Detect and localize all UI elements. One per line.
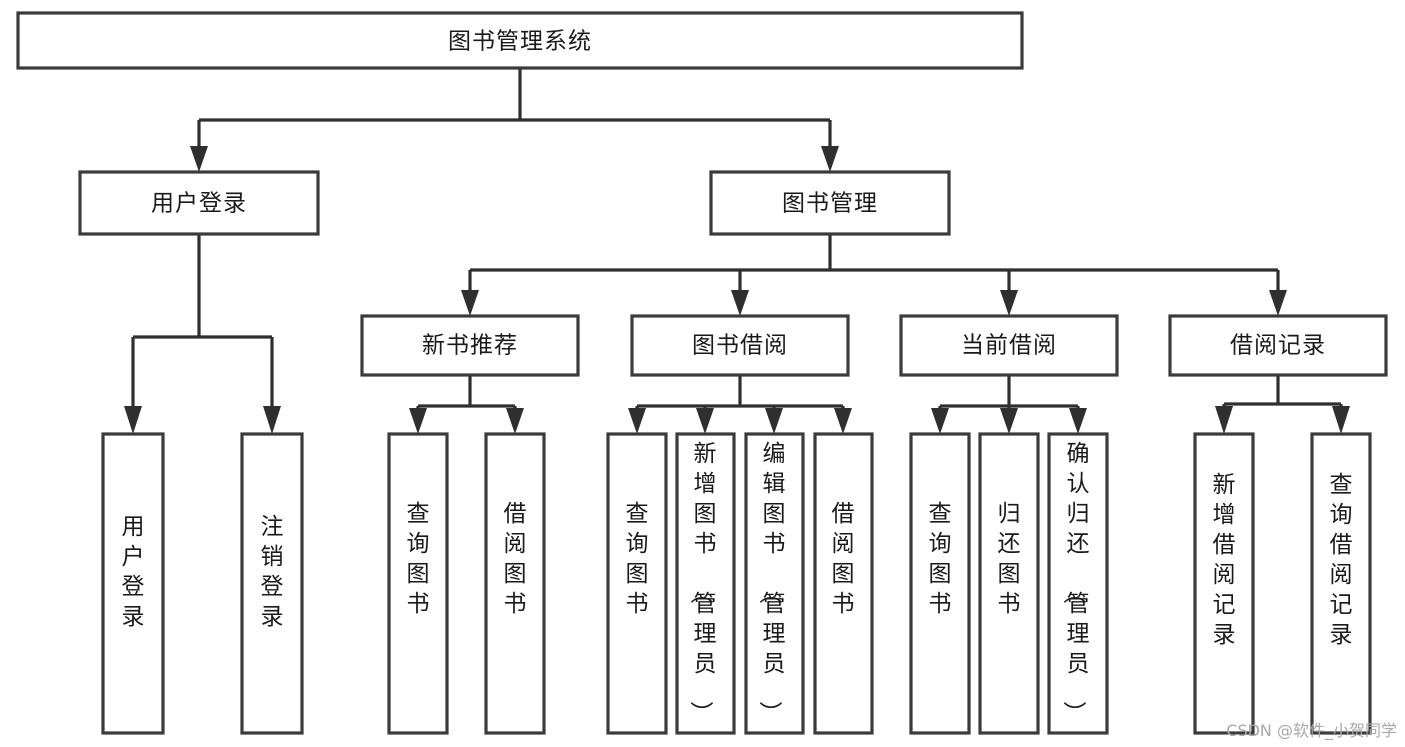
- arrowhead-leaf-edit-book-admin: [765, 408, 783, 434]
- node-leaf-confirm-return-admin-label: 确认归还（管理员）: [1061, 441, 1090, 724]
- node-leaf-return-book-label: 归还图书: [998, 501, 1021, 617]
- node-book-borrow-box[interactable]: [630, 314, 850, 377]
- node-new-book-recommend-label: 新书推荐: [422, 333, 518, 359]
- node-book-manage[interactable]: 图书管理: [709, 170, 951, 236]
- node-root[interactable]: 图书管理系统: [16, 11, 1024, 70]
- node-root-label: 图书管理系统: [448, 29, 592, 55]
- arrowhead-leaf-user-login: [124, 406, 142, 434]
- node-leaf-edit-book-admin-label: 编辑图书（管理员）: [757, 441, 786, 724]
- node-leaf-query-book-3-label: 查询图书: [929, 501, 952, 617]
- node-leaf-query-book-2[interactable]: 查询图书: [606, 432, 668, 735]
- node-book-manage-box[interactable]: [709, 170, 951, 236]
- node-leaf-confirm-return-admin[interactable]: 确认归还（管理员）: [1047, 432, 1109, 735]
- node-borrow-record-box[interactable]: [1168, 314, 1388, 377]
- node-leaf-borrow-book-2[interactable]: 借阅图书: [813, 432, 874, 735]
- node-leaf-logout-login-label: 注销登录: [261, 514, 284, 630]
- node-borrow-record-label: 借阅记录: [1230, 333, 1326, 359]
- arrowhead-book-borrow: [731, 290, 749, 316]
- node-leaf-add-book-admin[interactable]: 新增图书（管理员）: [675, 432, 736, 735]
- arrowhead-new-book-recommend: [461, 290, 479, 316]
- arrowhead-leaf-query-book-1: [409, 408, 427, 434]
- leaf-nodes-layer: 用户登录 注销登录 查询图书 借阅图书 查询图书 新增图书（管理员）: [101, 432, 1372, 735]
- node-root-box[interactable]: [16, 11, 1024, 70]
- arrowhead-leaf-borrow-book-2: [834, 408, 852, 434]
- node-leaf-add-borrow-record[interactable]: 新增借阅记录: [1193, 432, 1255, 735]
- node-leaf-return-book[interactable]: 归还图书: [978, 432, 1040, 735]
- connectors-layer: [124, 68, 1350, 434]
- arrowhead-user-login: [190, 146, 208, 172]
- node-book-manage-label: 图书管理: [782, 191, 878, 217]
- node-leaf-add-borrow-record-box[interactable]: [1193, 432, 1255, 735]
- node-borrow-record[interactable]: 借阅记录: [1168, 314, 1388, 377]
- arrowhead-leaf-borrow-book-1: [506, 408, 524, 434]
- arrowhead-borrow-record: [1269, 290, 1287, 316]
- node-leaf-add-borrow-record-label: 新增借阅记录: [1213, 472, 1236, 648]
- csdn-watermark: CSDN @软件_小贺同学: [1226, 721, 1397, 740]
- arrowhead-leaf-query-book-3: [931, 408, 949, 434]
- node-user-login[interactable]: 用户登录: [78, 170, 320, 236]
- node-leaf-edit-book-admin[interactable]: 编辑图书（管理员）: [744, 432, 805, 735]
- node-leaf-borrow-book-1[interactable]: 借阅图书: [484, 432, 546, 735]
- node-leaf-logout-login[interactable]: 注销登录: [240, 432, 304, 735]
- node-user-login-label: 用户登录: [151, 191, 247, 217]
- node-new-book-recommend[interactable]: 新书推荐: [360, 314, 580, 377]
- node-leaf-query-borrow-record-label: 查询借阅记录: [1330, 472, 1353, 648]
- node-leaf-query-borrow-record-box[interactable]: [1310, 432, 1372, 735]
- node-book-borrow-label: 图书借阅: [692, 333, 788, 359]
- node-leaf-query-book-2-label: 查询图书: [626, 501, 649, 617]
- node-leaf-query-book-3[interactable]: 查询图书: [909, 432, 971, 735]
- node-leaf-add-book-admin-label: 新增图书（管理员）: [688, 441, 717, 724]
- node-leaf-query-book-1-label: 查询图书: [407, 501, 430, 617]
- node-leaf-borrow-book-2-label: 借阅图书: [832, 501, 855, 617]
- node-leaf-confirm-return-admin-box[interactable]: [1047, 432, 1109, 735]
- node-leaf-edit-book-admin-box[interactable]: [744, 432, 805, 735]
- arrowhead-leaf-query-borrow-record: [1332, 406, 1350, 434]
- node-leaf-add-book-admin-box[interactable]: [675, 432, 736, 735]
- node-leaf-return-book-box[interactable]: [978, 432, 1040, 735]
- node-leaf-query-book-1-box[interactable]: [387, 432, 449, 735]
- node-leaf-query-borrow-record[interactable]: 查询借阅记录: [1310, 432, 1372, 735]
- arrowhead-current-borrow: [1000, 290, 1018, 316]
- node-leaf-query-book-1[interactable]: 查询图书: [387, 432, 449, 735]
- node-current-borrow[interactable]: 当前借阅: [899, 314, 1119, 377]
- node-current-borrow-box[interactable]: [899, 314, 1119, 377]
- arrowhead-leaf-query-book-2: [628, 408, 646, 434]
- node-leaf-user-login[interactable]: 用户登录: [101, 432, 165, 735]
- node-user-login-box[interactable]: [78, 170, 320, 236]
- arrowhead-book-manage: [821, 146, 839, 172]
- node-leaf-borrow-book-2-box[interactable]: [813, 432, 874, 735]
- arrowhead-leaf-add-book-admin: [696, 408, 714, 434]
- node-leaf-borrow-book-1-box[interactable]: [484, 432, 546, 735]
- node-leaf-logout-login-box[interactable]: [240, 432, 304, 735]
- arrowhead-leaf-confirm-return-admin: [1069, 408, 1087, 434]
- node-leaf-user-login-box[interactable]: [101, 432, 165, 735]
- arrowhead-leaf-return-book: [1000, 408, 1018, 434]
- arrowhead-leaf-add-borrow-record: [1215, 406, 1233, 434]
- node-current-borrow-label: 当前借阅: [961, 333, 1057, 359]
- node-new-book-recommend-box[interactable]: [360, 314, 580, 377]
- node-book-borrow[interactable]: 图书借阅: [630, 314, 850, 377]
- node-leaf-query-book-3-box[interactable]: [909, 432, 971, 735]
- node-leaf-query-book-2-box[interactable]: [606, 432, 668, 735]
- arrowhead-leaf-logout-login: [263, 406, 281, 434]
- node-leaf-user-login-label: 用户登录: [122, 514, 145, 630]
- node-leaf-borrow-book-1-label: 借阅图书: [504, 501, 527, 617]
